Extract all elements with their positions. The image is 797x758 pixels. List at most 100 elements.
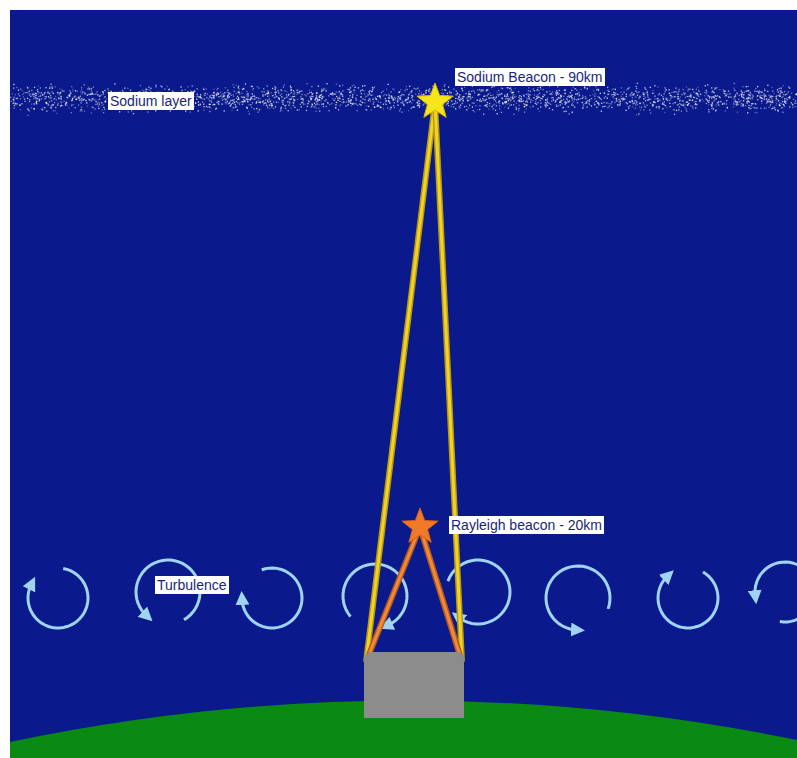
sodium-speck [404, 90, 405, 91]
sodium-speck [56, 113, 57, 114]
sodium-speck [795, 94, 796, 95]
sodium-speck [390, 107, 391, 108]
sodium-speck [715, 95, 716, 96]
sodium-speck [50, 95, 51, 96]
sodium-speck [568, 95, 569, 96]
sodium-speck [359, 101, 360, 102]
sodium-speck [268, 90, 269, 91]
sodium-speck [457, 93, 458, 94]
sodium-speck [621, 98, 622, 99]
sodium-speck [645, 97, 646, 98]
sodium-speck [652, 90, 653, 91]
sodium-speck [407, 99, 408, 100]
sodium-speck [360, 100, 361, 101]
sodium-speck [391, 96, 392, 97]
sodium-speck [37, 98, 38, 99]
sodium-speck [101, 102, 102, 103]
sodium-speck [302, 102, 303, 103]
sodium-speck [778, 91, 779, 92]
sodium-speck [785, 103, 786, 104]
sodium-speck [73, 96, 74, 97]
sodium-speck [584, 87, 585, 88]
sodium-speck [428, 91, 429, 92]
sodium-speck [233, 107, 234, 108]
sodium-speck [568, 113, 569, 114]
sodium-speck [348, 100, 349, 101]
sodium-speck [740, 100, 741, 101]
sodium-speck [558, 97, 559, 98]
sodium-speck [460, 105, 461, 106]
sodium-speck [658, 94, 659, 95]
sodium-speck [647, 99, 648, 100]
sodium-speck [697, 94, 698, 95]
sodium-speck [748, 90, 749, 91]
sodium-speck [259, 109, 260, 110]
sodium-speck [214, 104, 215, 105]
sodium-speck [687, 96, 688, 97]
sodium-speck [553, 99, 554, 100]
sodium-speck [55, 107, 56, 108]
sodium-speck [258, 100, 259, 101]
sodium-speck [488, 97, 489, 98]
sodium-speck [419, 103, 420, 104]
sodium-speck [80, 110, 81, 111]
sodium-speck [536, 90, 537, 91]
sodium-speck [36, 103, 37, 104]
sodium-speck [367, 94, 368, 95]
sodium-speck [639, 96, 640, 97]
sodium-speck [763, 93, 764, 94]
sodium-speck [566, 102, 567, 103]
sodium-speck [322, 90, 323, 91]
sodium-speck [377, 106, 378, 107]
sodium-speck [251, 97, 252, 98]
sodium-speck [616, 100, 617, 101]
sodium-speck [453, 88, 454, 89]
sodium-speck [364, 93, 365, 94]
sodium-speck [29, 101, 30, 102]
sodium-speck [417, 105, 418, 106]
sodium-speck [490, 98, 491, 99]
sodium-speck [442, 89, 443, 90]
sodium-speck [378, 105, 379, 106]
sodium-speck [670, 106, 671, 107]
sodium-speck [594, 93, 595, 94]
sodium-speck [375, 97, 376, 98]
sodium-speck [602, 106, 603, 107]
sodium-speck [223, 95, 224, 96]
sodium-speck [715, 105, 716, 106]
sodium-speck [407, 102, 408, 103]
sodium-speck [629, 105, 630, 106]
sodium-speck [696, 93, 697, 94]
sodium-speck [443, 93, 444, 94]
sodium-speck [297, 89, 298, 90]
sodium-speck [510, 91, 511, 92]
sodium-speck [505, 102, 506, 103]
sodium-speck [486, 99, 487, 100]
sodium-speck [315, 98, 316, 99]
sodium-speck [379, 96, 380, 97]
sodium-speck [274, 86, 275, 87]
sodium-speck [354, 103, 355, 104]
sodium-speck [690, 96, 691, 97]
sodium-speck [238, 86, 239, 87]
sodium-speck [598, 103, 599, 104]
sodium-speck [652, 104, 653, 105]
sodium-speck [392, 100, 393, 101]
sodium-speck [248, 94, 249, 95]
sodium-speck [614, 94, 615, 95]
sodium-speck [681, 94, 682, 95]
sodium-speck [524, 106, 525, 107]
sodium-speck [81, 93, 82, 94]
sodium-speck [504, 106, 505, 107]
sodium-speck [500, 87, 501, 88]
sodium-speck [386, 94, 387, 95]
sodium-speck [775, 109, 776, 110]
sodium-speck [28, 93, 29, 94]
sodium-speck [370, 100, 371, 101]
sodium-speck [784, 98, 785, 99]
sodium-speck [13, 107, 14, 108]
sodium-speck [498, 90, 499, 91]
sodium-speck [740, 106, 741, 107]
sodium-speck [766, 98, 767, 99]
sodium-speck [569, 97, 570, 98]
